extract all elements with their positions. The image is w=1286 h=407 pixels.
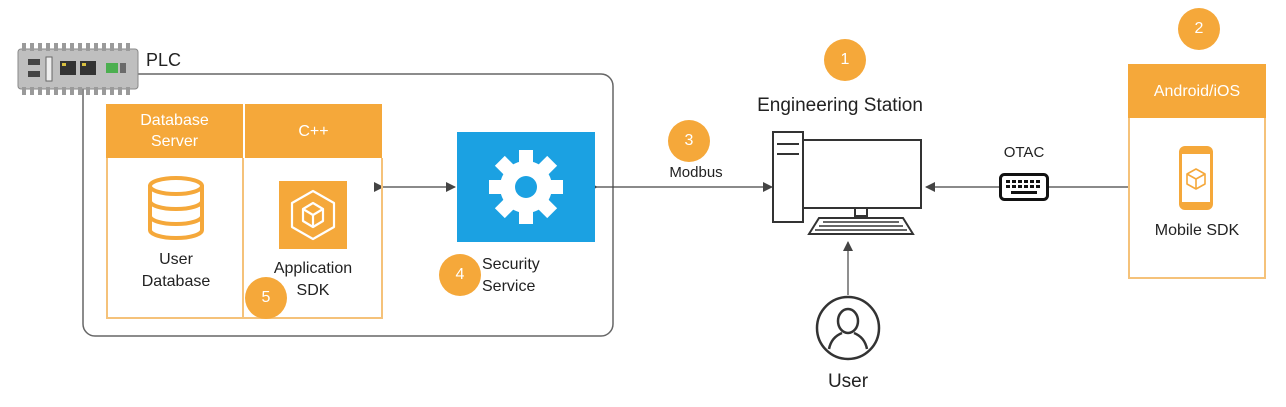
mobile-phone-icon: [1178, 145, 1214, 211]
plc-label: PLC: [146, 50, 182, 70]
android-ios-header: Android/iOS: [1128, 64, 1266, 118]
badge-1: 1: [824, 39, 866, 81]
badge-2: 2: [1178, 8, 1220, 50]
security-service-label: Security Service: [482, 256, 540, 295]
engineering-station-label: Engineering Station: [757, 95, 923, 116]
database-server-header: Database Server: [106, 104, 243, 158]
keyboard-icon: [999, 173, 1049, 201]
mobile-box: [1128, 118, 1266, 279]
gear-icon: [489, 150, 563, 224]
cpp-header: C++: [245, 104, 382, 158]
badge-4: 4: [439, 254, 481, 296]
modbus-label: Modbus: [669, 164, 723, 181]
sdk-cube-icon: [279, 181, 347, 249]
plc-device-icon: [16, 41, 140, 97]
badge-3: 3: [668, 120, 710, 162]
user-label: User: [827, 371, 869, 392]
application-sdk-label: Application SDK: [273, 260, 353, 299]
database-icon: [146, 176, 206, 240]
plc-container: [82, 73, 614, 337]
user-database-label: User Database: [141, 251, 211, 290]
badge-5: 5: [245, 277, 287, 319]
security-service-box: [457, 132, 595, 242]
mobile-sdk-label: Mobile SDK: [1154, 222, 1240, 239]
computer-icon: [771, 130, 923, 242]
database-server-box: [106, 158, 243, 319]
cpp-box: [243, 158, 383, 319]
user-icon: [815, 295, 881, 361]
otac-label: OTAC: [1003, 144, 1045, 161]
